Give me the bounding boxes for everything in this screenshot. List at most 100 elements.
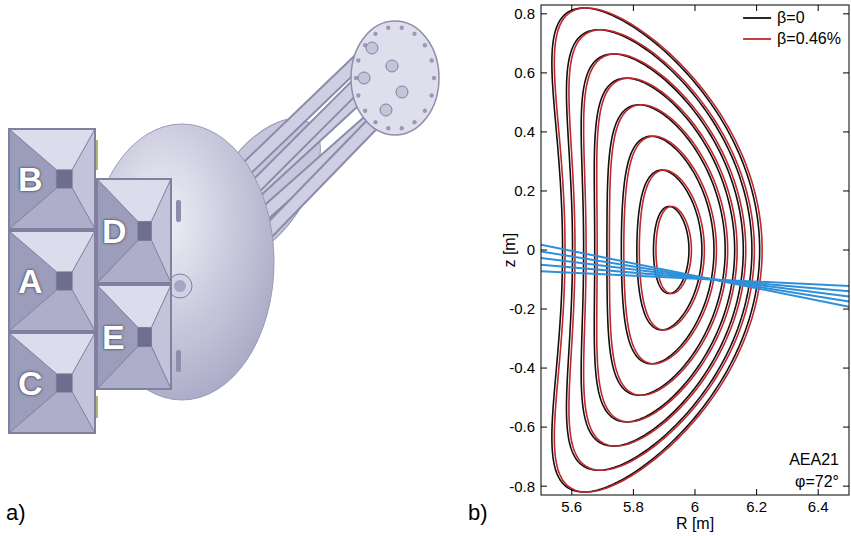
horn-antenna: A bbox=[8, 230, 96, 332]
horn-face bbox=[9, 333, 56, 433]
rod-end bbox=[396, 86, 408, 98]
flange-hole bbox=[386, 126, 390, 130]
panel-label: b) bbox=[468, 500, 488, 525]
flux-surface bbox=[552, 8, 760, 492]
flange-hole bbox=[423, 43, 427, 47]
flange-hole bbox=[423, 109, 427, 113]
flux-surface bbox=[597, 78, 737, 422]
port-inner bbox=[174, 280, 186, 292]
flange-hole bbox=[356, 93, 360, 97]
tick bbox=[571, 489, 572, 495]
tick bbox=[843, 131, 849, 132]
slot bbox=[176, 200, 181, 222]
line-of-sight bbox=[541, 265, 849, 292]
horn-antenna: D bbox=[96, 178, 172, 284]
tick bbox=[843, 13, 849, 14]
tick bbox=[541, 72, 547, 73]
tick-label: -0.6 bbox=[509, 418, 535, 435]
surfaces-finite-beta bbox=[554, 8, 762, 492]
axis-title: R [m] bbox=[676, 515, 714, 533]
horn-face bbox=[9, 231, 56, 331]
horn-rim bbox=[9, 231, 95, 331]
antenna-assembly bbox=[90, 21, 439, 418]
tick bbox=[756, 5, 757, 11]
legend-line bbox=[743, 17, 771, 19]
flux-surface bbox=[594, 78, 734, 422]
surfaces-vacuum bbox=[552, 8, 760, 492]
tick bbox=[541, 131, 547, 132]
horn-antenna: B bbox=[8, 128, 96, 230]
flux-surface bbox=[554, 8, 762, 492]
tick bbox=[843, 368, 849, 369]
tick-label: 5.6 bbox=[561, 498, 582, 515]
tick bbox=[571, 5, 572, 11]
tick bbox=[633, 5, 634, 11]
flange-hole bbox=[373, 32, 377, 36]
plot-annotation: AEA21 bbox=[789, 451, 839, 469]
flange-hole bbox=[432, 76, 436, 80]
horn-rim bbox=[97, 285, 171, 389]
flange-hole bbox=[412, 32, 416, 36]
line-of-sight bbox=[541, 245, 849, 307]
tick-label: -0.4 bbox=[509, 359, 535, 376]
tick bbox=[541, 190, 547, 191]
line-of-sight bbox=[541, 251, 849, 301]
horn-throat bbox=[138, 327, 152, 346]
tick-label: 0.8 bbox=[514, 5, 535, 22]
tick bbox=[541, 427, 547, 428]
horn-face bbox=[9, 129, 56, 229]
axes-frame bbox=[541, 5, 849, 495]
tick bbox=[818, 5, 819, 11]
slot bbox=[176, 350, 181, 372]
panel-label: a) bbox=[6, 500, 26, 525]
flange-hole bbox=[363, 109, 367, 113]
tick-label: -0.8 bbox=[509, 478, 535, 495]
flange-hole bbox=[412, 120, 416, 124]
tick-label: 0 bbox=[527, 241, 535, 258]
horn-face bbox=[97, 179, 138, 283]
tick bbox=[818, 489, 819, 495]
tick bbox=[843, 427, 849, 428]
tick bbox=[541, 368, 547, 369]
flange-hole bbox=[356, 58, 360, 62]
tick-label: 6 bbox=[691, 498, 699, 515]
flux-surface bbox=[637, 170, 702, 330]
legend-text: β=0 bbox=[777, 9, 804, 27]
line-of-sight bbox=[541, 271, 849, 286]
flux-surface bbox=[566, 30, 751, 471]
flux-surface bbox=[656, 206, 691, 293]
tick-label: 0.4 bbox=[514, 123, 535, 140]
tick bbox=[541, 486, 547, 487]
flux-surface bbox=[569, 30, 754, 471]
tick bbox=[843, 72, 849, 73]
horn-rim bbox=[9, 333, 95, 433]
horn-antenna: E bbox=[96, 284, 172, 390]
flange-hole bbox=[400, 126, 404, 130]
lines-of-sight bbox=[541, 245, 849, 307]
tick bbox=[633, 489, 634, 495]
flange-hole bbox=[373, 120, 377, 124]
line-of-sight bbox=[541, 258, 849, 296]
tick-label: 0.2 bbox=[514, 182, 535, 199]
flange-hole bbox=[400, 26, 404, 30]
flux-surface bbox=[624, 136, 717, 364]
tick-label: 5.8 bbox=[623, 498, 644, 515]
horn-letter: C bbox=[18, 366, 43, 400]
tick bbox=[541, 13, 547, 14]
horn-letter: E bbox=[102, 320, 125, 354]
flux-surface bbox=[621, 136, 714, 364]
tick bbox=[843, 486, 849, 487]
horn-rim bbox=[9, 129, 95, 229]
flux-surface bbox=[584, 54, 746, 446]
tick bbox=[695, 489, 696, 495]
horn-throat bbox=[56, 272, 72, 290]
flange-hole bbox=[429, 93, 433, 97]
tick bbox=[695, 5, 696, 11]
rod-end bbox=[366, 42, 378, 54]
horn-antenna: C bbox=[8, 332, 96, 434]
tick-label: 0.6 bbox=[514, 64, 535, 81]
horn-throat bbox=[56, 374, 72, 392]
flange bbox=[351, 21, 439, 135]
horn-throat bbox=[56, 170, 72, 188]
